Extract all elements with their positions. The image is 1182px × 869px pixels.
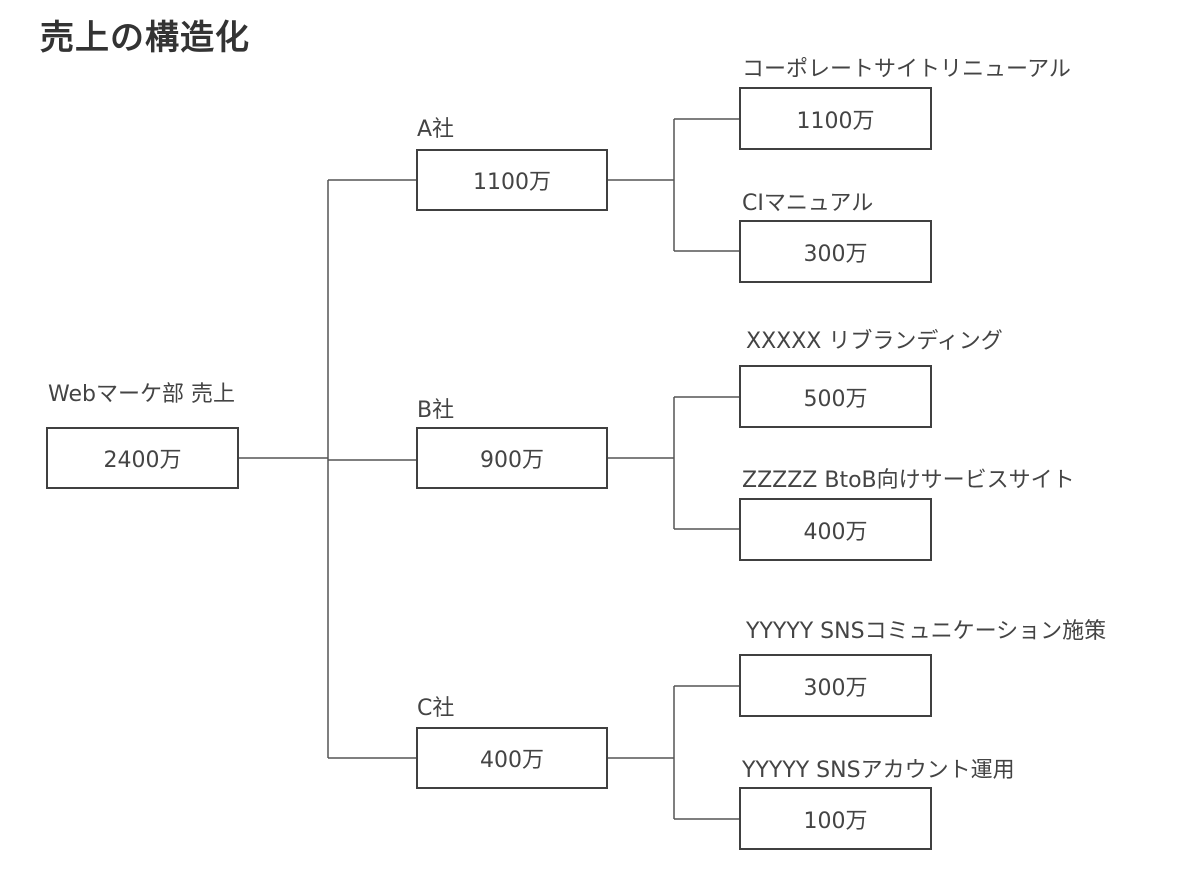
root-label: Webマーケ部 売上 [48,382,235,407]
company-b-value-box: 900万 [416,427,608,489]
project-c2-label: YYYYY SNSアカウント運用 [742,758,1015,783]
root-value-box: 2400万 [46,427,239,489]
project-c1-value-box: 300万 [739,654,932,717]
project-b1-label: XXXXX リブランディング [746,329,1003,354]
project-a1-label: コーポレートサイトリニューアル [742,57,1071,82]
project-a1-value-box: 1100万 [739,87,932,150]
company-c-value-box: 400万 [416,727,608,789]
company-a-value-box: 1100万 [416,149,608,211]
project-b1-value-box: 500万 [739,365,932,428]
project-a2-label: CIマニュアル [742,191,874,216]
project-c1-label: YYYYY SNSコミュニケーション施策 [746,619,1107,644]
project-b2-value-box: 400万 [739,498,932,561]
company-b-label: B社 [417,398,455,423]
page-title: 売上の構造化 [40,18,250,58]
project-b2-label: ZZZZZ BtoB向けサービスサイト [742,468,1075,493]
company-a-label: A社 [417,117,455,142]
project-a2-value-box: 300万 [739,220,932,283]
company-c-label: C社 [417,696,455,721]
project-c2-value-box: 100万 [739,787,932,850]
